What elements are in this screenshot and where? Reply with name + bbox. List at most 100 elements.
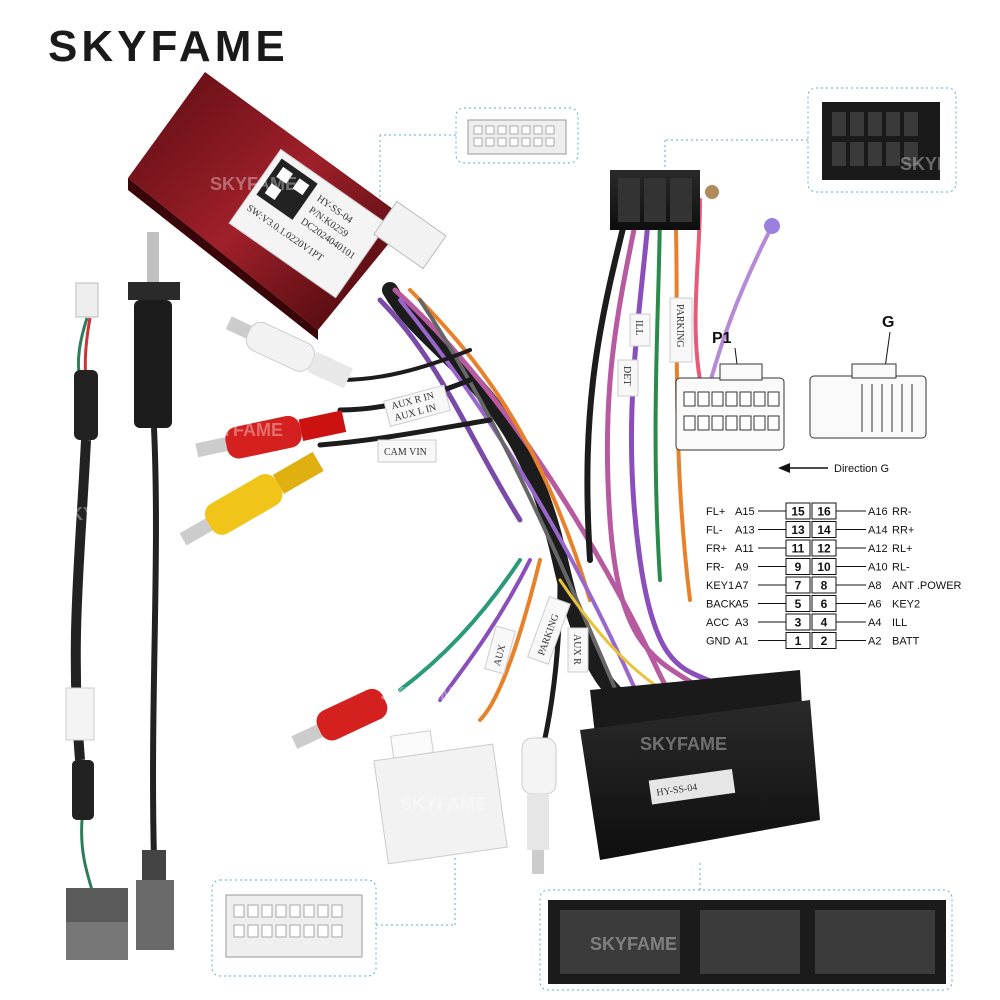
svg-text:PARKING: PARKING — [674, 304, 685, 348]
pin-code-left: A15 — [735, 506, 755, 518]
pin-number-left: 11 — [792, 542, 805, 556]
pin-box-left — [785, 613, 811, 631]
pin-name-right: RR+ — [892, 525, 914, 537]
wire-bundle — [317, 197, 772, 763]
pin-name-left: BACK — [706, 599, 737, 611]
pin-number-right: 10 — [817, 560, 831, 574]
direction-label: Direction G — [834, 463, 889, 475]
pin-code-left: A1 — [735, 636, 748, 648]
pin-box-left — [785, 632, 811, 649]
watermark-text: SKYFAME — [58, 504, 145, 524]
pin-name-right: RL+ — [892, 543, 913, 555]
watermark-text: SKYFAME — [900, 154, 987, 174]
svg-text:ILL: ILL — [633, 320, 644, 336]
pin-name-right: ILL — [892, 617, 907, 629]
pin-code-left: A3 — [735, 617, 748, 629]
brand-logo: SKYFAME — [48, 22, 289, 71]
pin-number-right: 12 — [817, 542, 831, 556]
wire-tag-aux-r-in: AUX R IN AUX L IN — [383, 384, 452, 427]
rca-plug-white-bottom — [521, 737, 557, 874]
pin-number-left: 5 — [795, 597, 802, 611]
pin-code-left: A5 — [735, 599, 748, 611]
svg-text:DET: DET — [621, 366, 632, 385]
pin-name-right: RL- — [892, 562, 910, 574]
watermark-text: SKYFAME — [196, 420, 283, 440]
rca-plug-yellow — [179, 451, 324, 546]
antenna-adapter-cable — [128, 232, 180, 950]
pin-code-right: A4 — [868, 617, 881, 629]
bottom-white-connector — [373, 730, 508, 865]
pin-code-right: A16 — [868, 506, 888, 518]
pin-number-left: 7 — [795, 579, 802, 593]
pin-name-left: FR- — [706, 562, 725, 574]
pin-code-left: A13 — [735, 525, 755, 537]
svg-text:CAM VIN: CAM VIN — [384, 447, 427, 458]
callout-top-white-connector — [379, 107, 579, 215]
wire-tag-parking-mid: PARKING — [527, 595, 571, 665]
wire-tag-det: DET — [617, 359, 639, 397]
pin-code-left: A9 — [735, 562, 748, 574]
pin-code-right: A12 — [868, 543, 888, 555]
wire-tag-aux-r: AUX R — [567, 627, 589, 673]
watermark-text: SKYFAME — [640, 734, 727, 754]
watermark-text: SKYFAME — [400, 794, 487, 814]
rca-plug-red-bottom — [291, 688, 388, 749]
pin-number-left: 9 — [795, 560, 802, 574]
pin-code-right: A14 — [868, 525, 888, 537]
pin-number-right: 14 — [817, 523, 831, 537]
pin-box-left — [785, 595, 811, 612]
svg-text:AUX R: AUX R — [571, 634, 582, 665]
pin-code-left: A11 — [735, 543, 754, 555]
pin-name-left: ACC — [706, 617, 729, 629]
pin-number-left: 13 — [791, 523, 805, 537]
pin-number-right: 4 — [821, 616, 828, 630]
g-label: G — [882, 314, 894, 331]
rca-plug-red-top — [195, 410, 347, 459]
watermark-text: SKYFAME — [590, 934, 677, 954]
connector-diagram-p1: P1 — [675, 330, 785, 451]
usb-extension-cable — [65, 282, 128, 960]
top-black-connector — [610, 170, 780, 234]
wire-tag-ill: ILL — [629, 313, 651, 347]
main-black-connector: HY-SS-04 SKYFAME — [580, 670, 820, 860]
pin-name-left: FR+ — [706, 543, 727, 555]
pin-name-left: FL- — [706, 525, 723, 537]
wire-tag-parking-top: PARKING — [669, 297, 693, 363]
callout-bottom-black-connector: SKYFAME — [539, 860, 953, 991]
pin-name-right: ANT .POWER — [892, 580, 962, 592]
pin-code-left: A7 — [735, 580, 748, 592]
connector-diagram-g: G — [809, 314, 927, 439]
watermark-text: SKYFAME — [380, 684, 467, 704]
pin-number-right: 16 — [817, 505, 831, 519]
pin-box-left — [785, 558, 811, 575]
direction-indicator: Direction G — [778, 463, 889, 475]
pin-code-right: A10 — [868, 562, 888, 574]
p1-label: P1 — [712, 330, 732, 347]
pin-name-right: KEY2 — [892, 599, 920, 611]
pin-number-left: 15 — [791, 505, 805, 519]
pin-name-right: BATT — [892, 636, 920, 648]
pin-number-right: 6 — [821, 597, 828, 611]
wire-tag-cam-vin: CAM VIN — [377, 439, 437, 463]
pin-number-right: 2 — [821, 634, 828, 648]
pin-number-right: 8 — [821, 579, 828, 593]
pin-box-left — [785, 502, 811, 520]
rca-plug-white-top — [225, 316, 353, 389]
callout-top-right-black-connector: SKYFAME — [664, 87, 987, 193]
pin-name-left: FL+ — [706, 506, 725, 518]
pin-name-right: RR- — [892, 506, 912, 518]
pin-box-left — [785, 521, 811, 538]
watermark-text: SKYFAME — [210, 174, 297, 194]
wire-tag-aux-mid: AUX — [484, 625, 516, 675]
pin-code-right: A2 — [868, 636, 881, 648]
pin-number-left: 1 — [795, 634, 802, 648]
callout-bottom-white-connector — [211, 835, 456, 977]
pin-number-left: 3 — [795, 616, 802, 630]
pin-code-right: A8 — [868, 580, 881, 592]
pin-box-left — [785, 576, 811, 594]
can-decoder-module: HY-SS-04 P/N:K0259 DC2024040101 SW:V3.0.… — [128, 72, 447, 340]
pin-box-left — [785, 539, 811, 557]
pin-name-left: GND — [706, 636, 731, 648]
